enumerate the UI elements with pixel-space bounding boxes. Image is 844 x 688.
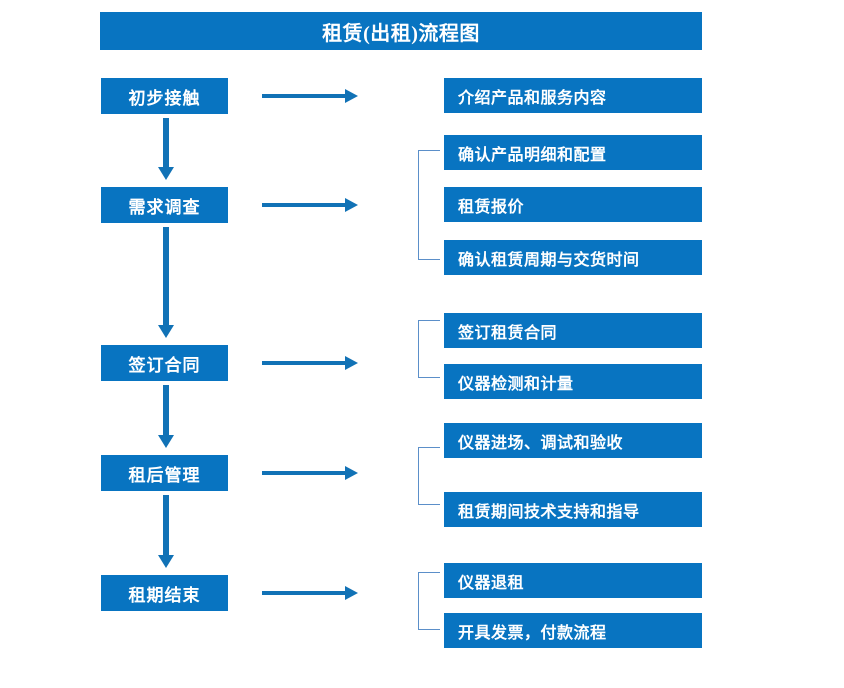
detail-box-1-1[interactable]: 介绍产品和服务内容 <box>444 78 702 113</box>
arrow-shaft <box>163 118 169 168</box>
arrow-shaft <box>262 94 346 98</box>
detail-box-4-1[interactable]: 仪器进场、调试和验收 <box>444 423 702 458</box>
arrow-head <box>345 356 358 370</box>
detail-box-5-2[interactable]: 开具发票，付款流程 <box>444 613 702 648</box>
arrow-head <box>158 435 174 448</box>
arrow-right-icon-1 <box>262 89 358 103</box>
arrow-head <box>345 586 358 600</box>
group-bracket-group-post-rental <box>418 447 440 505</box>
arrow-head <box>345 89 358 103</box>
group-bracket-group-demand-survey <box>418 150 440 260</box>
stage-box-4[interactable]: 租后管理 <box>101 455 228 491</box>
detail-box-5-1[interactable]: 仪器退租 <box>444 563 702 598</box>
arrow-shaft <box>262 471 346 475</box>
arrow-right-icon-5 <box>262 586 358 600</box>
detail-box-4-2[interactable]: 租赁期间技术支持和指导 <box>444 492 702 527</box>
group-bracket-group-sign-contract <box>418 320 440 378</box>
arrow-head <box>345 466 358 480</box>
arrow-right-icon-4 <box>262 466 358 480</box>
arrow-head <box>158 555 174 568</box>
page-title: 租赁(出租)流程图 <box>100 12 702 50</box>
arrow-down-icon-4 <box>158 495 174 568</box>
arrow-shaft <box>163 495 169 556</box>
detail-box-3-2[interactable]: 仪器检测和计量 <box>444 364 702 399</box>
detail-box-3-1[interactable]: 签订租赁合同 <box>444 313 702 348</box>
arrow-right-icon-3 <box>262 356 358 370</box>
stage-box-5[interactable]: 租期结束 <box>101 575 228 611</box>
arrow-shaft <box>163 385 169 436</box>
detail-box-2-1[interactable]: 确认产品明细和配置 <box>444 135 702 170</box>
arrow-shaft <box>262 361 346 365</box>
arrow-head <box>345 198 358 212</box>
arrow-right-icon-2 <box>262 198 358 212</box>
arrow-shaft <box>262 203 346 207</box>
arrow-shaft <box>262 591 346 595</box>
arrow-head <box>158 325 174 338</box>
detail-box-2-2[interactable]: 租赁报价 <box>444 187 702 222</box>
arrow-down-icon-2 <box>158 227 174 338</box>
arrow-down-icon-3 <box>158 385 174 448</box>
stage-box-2[interactable]: 需求调查 <box>101 187 228 223</box>
arrow-down-icon-1 <box>158 118 174 180</box>
detail-box-2-3[interactable]: 确认租赁周期与交货时间 <box>444 240 702 275</box>
stage-box-1[interactable]: 初步接触 <box>101 78 228 114</box>
arrow-shaft <box>163 227 169 326</box>
arrow-head <box>158 167 174 180</box>
group-bracket-group-lease-end <box>418 572 440 630</box>
stage-box-3[interactable]: 签订合同 <box>101 345 228 381</box>
